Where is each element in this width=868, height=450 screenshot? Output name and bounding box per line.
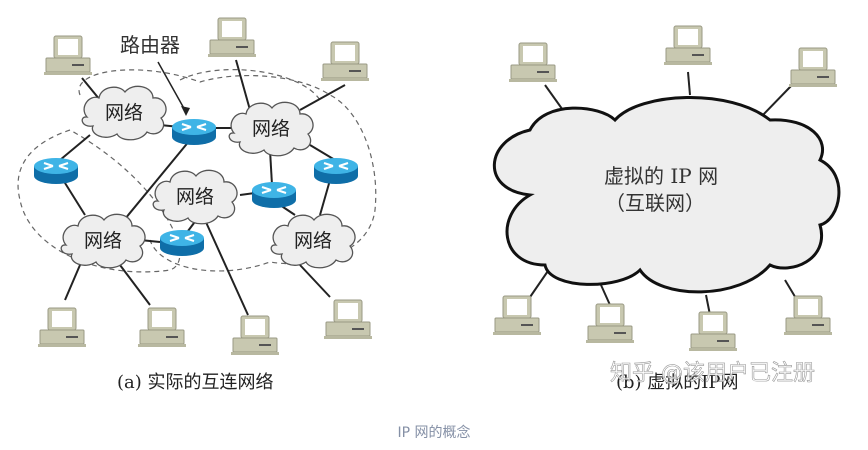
host-computer-icon — [508, 42, 558, 83]
svg-text:网络: 网络 — [294, 230, 332, 252]
left-subcaption: (a) 实际的互连网络 — [117, 372, 274, 393]
host-computer-icon — [492, 295, 542, 336]
svg-text:网络: 网络 — [84, 230, 122, 252]
dashed-boundaries — [17, 69, 377, 273]
network-cloud: 网络 — [81, 85, 167, 141]
router-icon — [33, 157, 79, 185]
host-computer-icon — [323, 299, 373, 340]
figure-caption: IP 网的概念 — [397, 425, 471, 441]
arrowhead-icon — [181, 106, 190, 116]
callout-arrow — [157, 61, 187, 113]
network-cloud: 网络 — [60, 213, 146, 269]
network-cloud: 网络 — [152, 169, 238, 225]
network-cloud: 网络 — [228, 101, 314, 157]
host-computer-icon — [207, 17, 257, 58]
host-computer-icon — [688, 311, 738, 352]
router-icon — [251, 181, 297, 209]
network-cloud: 网络 — [270, 213, 356, 269]
router-icon — [313, 157, 359, 185]
host-computer-icon — [230, 315, 280, 356]
ip-network-diagram: 网络 网络 网络 网络 网络 路由器 (a) 实际的互连网络 虚拟的 IP 网 … — [17, 17, 841, 393]
router-icon — [171, 118, 217, 146]
host-computer-icon — [663, 25, 713, 66]
router-callout-label: 路由器 — [120, 33, 180, 57]
host-computer-icon — [783, 295, 833, 336]
virtual-ip-label: 虚拟的 IP 网 — [604, 164, 718, 188]
virtual-ip-cloud — [492, 96, 841, 294]
svg-text:网络: 网络 — [176, 186, 214, 208]
internet-label: （互联网） — [605, 191, 705, 215]
host-computer-icon — [43, 35, 93, 76]
svg-text:网络: 网络 — [252, 118, 290, 140]
host-computer-icon — [585, 303, 635, 344]
host-computer-icon — [320, 41, 370, 82]
router-icon — [159, 229, 205, 257]
host-computer-icon — [137, 307, 187, 348]
host-computer-icon — [37, 307, 87, 348]
watermark: 知乎 @该用户已注册 — [610, 361, 815, 386]
right-subcaption: (b) 虚拟的IP网 — [616, 372, 739, 393]
svg-text:网络: 网络 — [105, 102, 143, 124]
host-computer-icon — [788, 47, 838, 88]
